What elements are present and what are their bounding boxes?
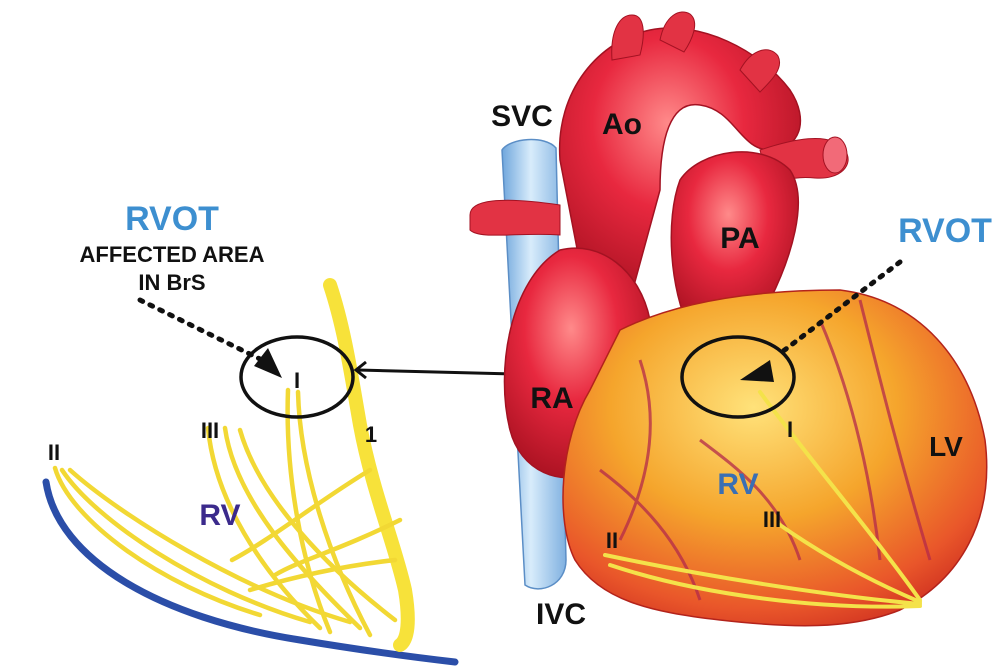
svc-label: SVC (491, 100, 553, 133)
rvot-label-right: RVOT (898, 212, 992, 250)
rv-label-right: RV (717, 468, 758, 501)
roman-iii-right: III (763, 507, 781, 532)
roman-i-left: I (294, 368, 300, 393)
ventricles (563, 290, 987, 626)
pulmonary-opening (823, 137, 847, 173)
lv-label: LV (929, 431, 963, 462)
rv-label-left: RV (199, 499, 240, 532)
ra-label: RA (530, 382, 573, 415)
roman-ii-right: II (606, 528, 618, 553)
arrowhead-left (254, 348, 282, 378)
roman-iii-left: III (201, 418, 219, 443)
ao-label: Ao (602, 108, 642, 141)
roman-ii-left: II (48, 440, 60, 465)
pa-label: PA (720, 222, 759, 255)
in-brs-label: IN BrS (138, 270, 205, 295)
ivc-label: IVC (536, 598, 586, 631)
main-bundle-fiber (330, 285, 408, 645)
rvot-label-left: RVOT (125, 200, 219, 238)
pulmonary-branch (470, 200, 560, 235)
dotted-pointer-left (140, 300, 262, 360)
roman-i-right: I (787, 417, 793, 442)
aortic-branch (612, 15, 644, 60)
number-1-label: 1 (365, 422, 377, 447)
affected-area-label: AFFECTED AREA (80, 242, 265, 267)
left-schematic (46, 285, 455, 662)
